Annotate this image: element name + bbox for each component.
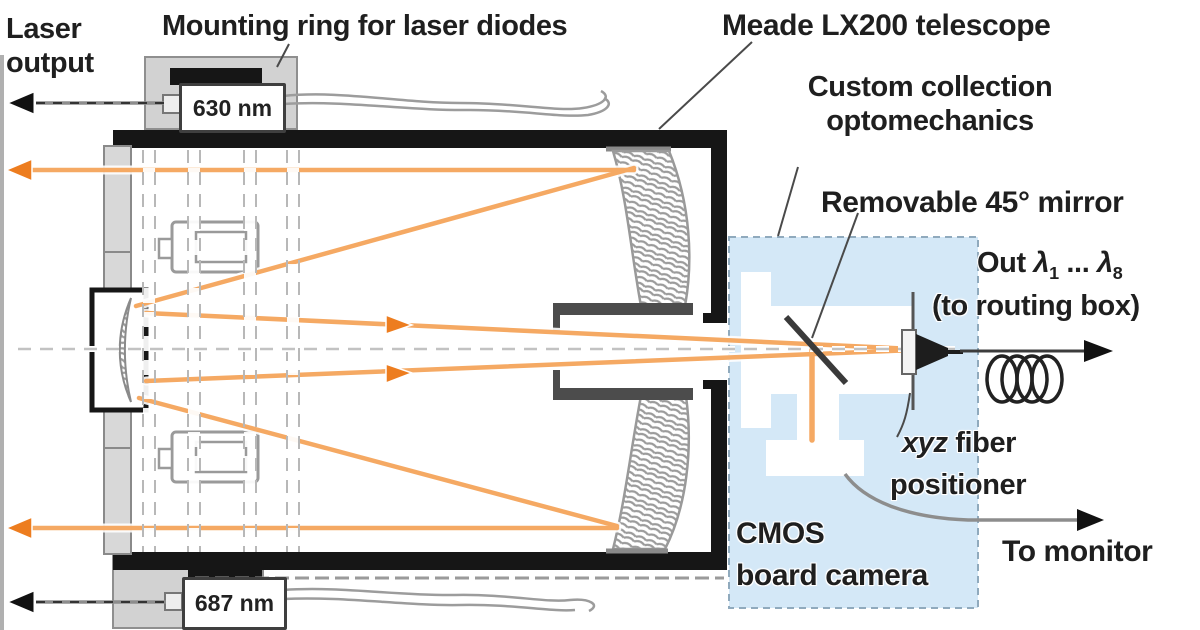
collection-optics-line1: Custom collection xyxy=(807,71,1053,103)
out-prefix: Out xyxy=(977,247,1034,279)
removable-45-mirror xyxy=(783,314,849,386)
mounting-ring-label: Mounting ring for laser diodes xyxy=(162,10,568,42)
laser-output-line1: Laser xyxy=(6,13,82,45)
lambda-symbol: λ xyxy=(1033,247,1050,279)
out-dots: ... xyxy=(1058,247,1098,279)
collection-optics-line2: optomechanics xyxy=(826,105,1034,138)
removable-mirror-label: Removable 45° mirror xyxy=(821,186,1124,219)
monitor-cable xyxy=(843,472,1104,531)
to-monitor-label: To monitor xyxy=(1002,535,1153,568)
telescope-label: Meade LX200 telescope xyxy=(722,9,1051,42)
label-pointers xyxy=(276,41,911,438)
cmos-label-line1: CMOS xyxy=(736,517,825,550)
routing-box-label: (to routing box) xyxy=(932,290,1140,322)
fiber-coil xyxy=(985,354,1064,404)
fiber-positioner-label-line1: xyz fiber xyxy=(902,426,1016,460)
fiber-positioner-label-line2: positioner xyxy=(890,469,1027,501)
diode-cables xyxy=(282,89,610,613)
diode-687-label: 687 nm xyxy=(194,590,275,616)
output-fiber xyxy=(960,340,1113,404)
cmos-label-line2: board camera xyxy=(736,559,928,592)
lambda-sub-last: 8 xyxy=(1112,262,1123,283)
laser-output-label: Laser output xyxy=(6,12,94,80)
collection-optics-label: Custom collection optomechanics xyxy=(765,70,1095,138)
diode-630-label: 630 nm xyxy=(192,94,273,121)
collection-optomechanics-box xyxy=(728,236,979,609)
beam-arrowheads xyxy=(4,157,415,541)
laser-output-line2: output xyxy=(6,47,94,80)
laser-diode-630nm: 630 nm xyxy=(179,83,286,133)
laser-output-lines xyxy=(6,91,166,614)
laser-diode-687nm: 687 nm xyxy=(182,577,287,630)
laser-beams xyxy=(4,157,919,541)
lambda-sub-first: 1 xyxy=(1049,262,1059,283)
out-lambda-label: Out λ1 ... λ8 xyxy=(977,246,1123,284)
lambda-symbol: λ xyxy=(1097,247,1113,279)
cmos-camera-block xyxy=(766,440,864,476)
fiber-word: fiber xyxy=(947,427,1017,459)
figure-edge-line xyxy=(0,55,4,630)
baffle-tube xyxy=(553,303,693,400)
primary-mirror xyxy=(606,146,691,554)
xyz-italic: xyz xyxy=(902,427,948,459)
telescope-tube xyxy=(113,130,727,570)
